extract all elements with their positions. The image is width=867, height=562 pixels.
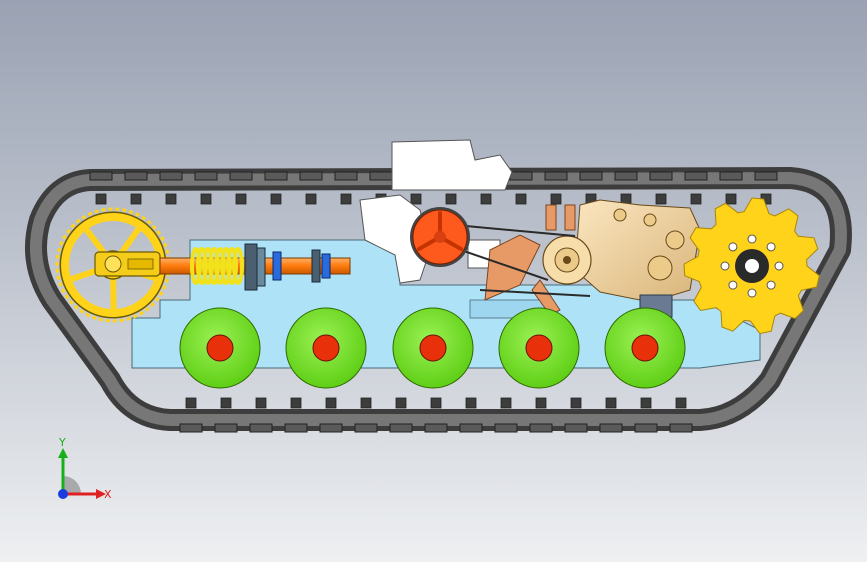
- track-shoe: [564, 423, 588, 433]
- track-shoe: [389, 423, 413, 433]
- track-guide-tooth: [305, 193, 317, 205]
- track-shoe: [754, 171, 778, 181]
- track-guide-tooth: [340, 193, 352, 205]
- sprocket-bolt: [747, 288, 757, 298]
- engine-block: [542, 199, 701, 318]
- track-guide-tooth: [605, 397, 617, 409]
- track-shoe: [89, 171, 113, 181]
- track-guide-tooth: [200, 193, 212, 205]
- track-guide-tooth: [185, 397, 197, 409]
- track-guide-tooth: [360, 397, 372, 409]
- track-shoe: [159, 171, 183, 181]
- track-shoe: [544, 171, 568, 181]
- sprocket-bolt: [747, 234, 757, 244]
- track-guide-tooth: [725, 193, 737, 205]
- track-shoe: [459, 423, 483, 433]
- track-shoe: [264, 171, 288, 181]
- track-shoe: [319, 423, 343, 433]
- track-guide-tooth: [430, 397, 442, 409]
- sprocket-bolt: [720, 261, 730, 271]
- road-wheels: [179, 307, 686, 389]
- spring-coil: [232, 247, 244, 285]
- sprocket-bolt: [774, 261, 784, 271]
- track-shoe: [369, 171, 393, 181]
- road-wheel-hub: [206, 334, 234, 362]
- track-shoe: [424, 423, 448, 433]
- track-guide-tooth: [165, 193, 177, 205]
- pulley: [410, 207, 470, 267]
- track-guide-tooth: [130, 193, 142, 205]
- track-guide-tooth: [255, 397, 267, 409]
- road-wheel-hub: [312, 334, 340, 362]
- track-shoe: [194, 171, 218, 181]
- y-axis-arrowhead: [58, 448, 68, 458]
- drive-sprocket: [683, 197, 820, 335]
- sprocket-bolt: [766, 280, 776, 290]
- track-shoe: [509, 171, 533, 181]
- track-shoe: [214, 423, 238, 433]
- sprocket-bolt: [728, 280, 738, 290]
- track-shoe: [354, 423, 378, 433]
- track-shoe: [614, 171, 638, 181]
- coordinate-triad[interactable]: Y X: [48, 438, 118, 508]
- drive-belt: [454, 224, 591, 297]
- track-shoe: [529, 423, 553, 433]
- track-inner-face: [30, 172, 847, 426]
- road-wheel-hub: [419, 334, 447, 362]
- track-guide-tooth: [570, 397, 582, 409]
- track-guide-tooth: [445, 193, 457, 205]
- track-shoe: [284, 423, 308, 433]
- track-shoe: [299, 171, 323, 181]
- track-shoe: [334, 171, 358, 181]
- tensioner-assembly: [159, 243, 351, 291]
- track-shoe: [669, 423, 693, 433]
- track-guide-tooth: [515, 193, 527, 205]
- track-guide-tooth: [535, 397, 547, 409]
- track-guide-tooth: [290, 397, 302, 409]
- track-shoe: [124, 171, 148, 181]
- track-shoe: [684, 171, 708, 181]
- track-guide-tooth: [95, 193, 107, 205]
- track-guide-tooth: [550, 193, 562, 205]
- track-guide-tooth: [690, 193, 702, 205]
- track-guide-tooth: [480, 193, 492, 205]
- x-axis-label: X: [104, 488, 112, 501]
- track-guide-tooth: [325, 397, 337, 409]
- track-shoe: [579, 171, 603, 181]
- track-guide-tooth: [235, 193, 247, 205]
- track-guide-tooth: [270, 193, 282, 205]
- track-shoe: [494, 423, 518, 433]
- track-guide-tooth: [640, 397, 652, 409]
- track-guide-tooth: [410, 193, 422, 205]
- road-wheel-hub: [525, 334, 553, 362]
- track-guide-tooth: [500, 397, 512, 409]
- track-shoe: [249, 423, 273, 433]
- track-guide-tooth: [220, 397, 232, 409]
- track-shoe: [179, 423, 203, 433]
- y-axis-label: Y: [58, 438, 66, 449]
- track-guide-tooth: [655, 193, 667, 205]
- track-guide-tooth: [465, 397, 477, 409]
- sprocket-bolt: [728, 242, 738, 252]
- triad-quadrant: [63, 476, 81, 494]
- track-guide-tooth: [395, 397, 407, 409]
- sprocket-bolt: [766, 242, 776, 252]
- z-axis-dot: [58, 489, 68, 499]
- x-axis-arrowhead: [96, 489, 106, 499]
- track-shoe: [634, 423, 658, 433]
- idler-wheel: [55, 207, 171, 323]
- track-shoe: [599, 423, 623, 433]
- track-guide-tooth: [675, 397, 687, 409]
- road-wheel-hub: [631, 334, 659, 362]
- track-shoe: [649, 171, 673, 181]
- track-shoe: [719, 171, 743, 181]
- track-shoe: [229, 171, 253, 181]
